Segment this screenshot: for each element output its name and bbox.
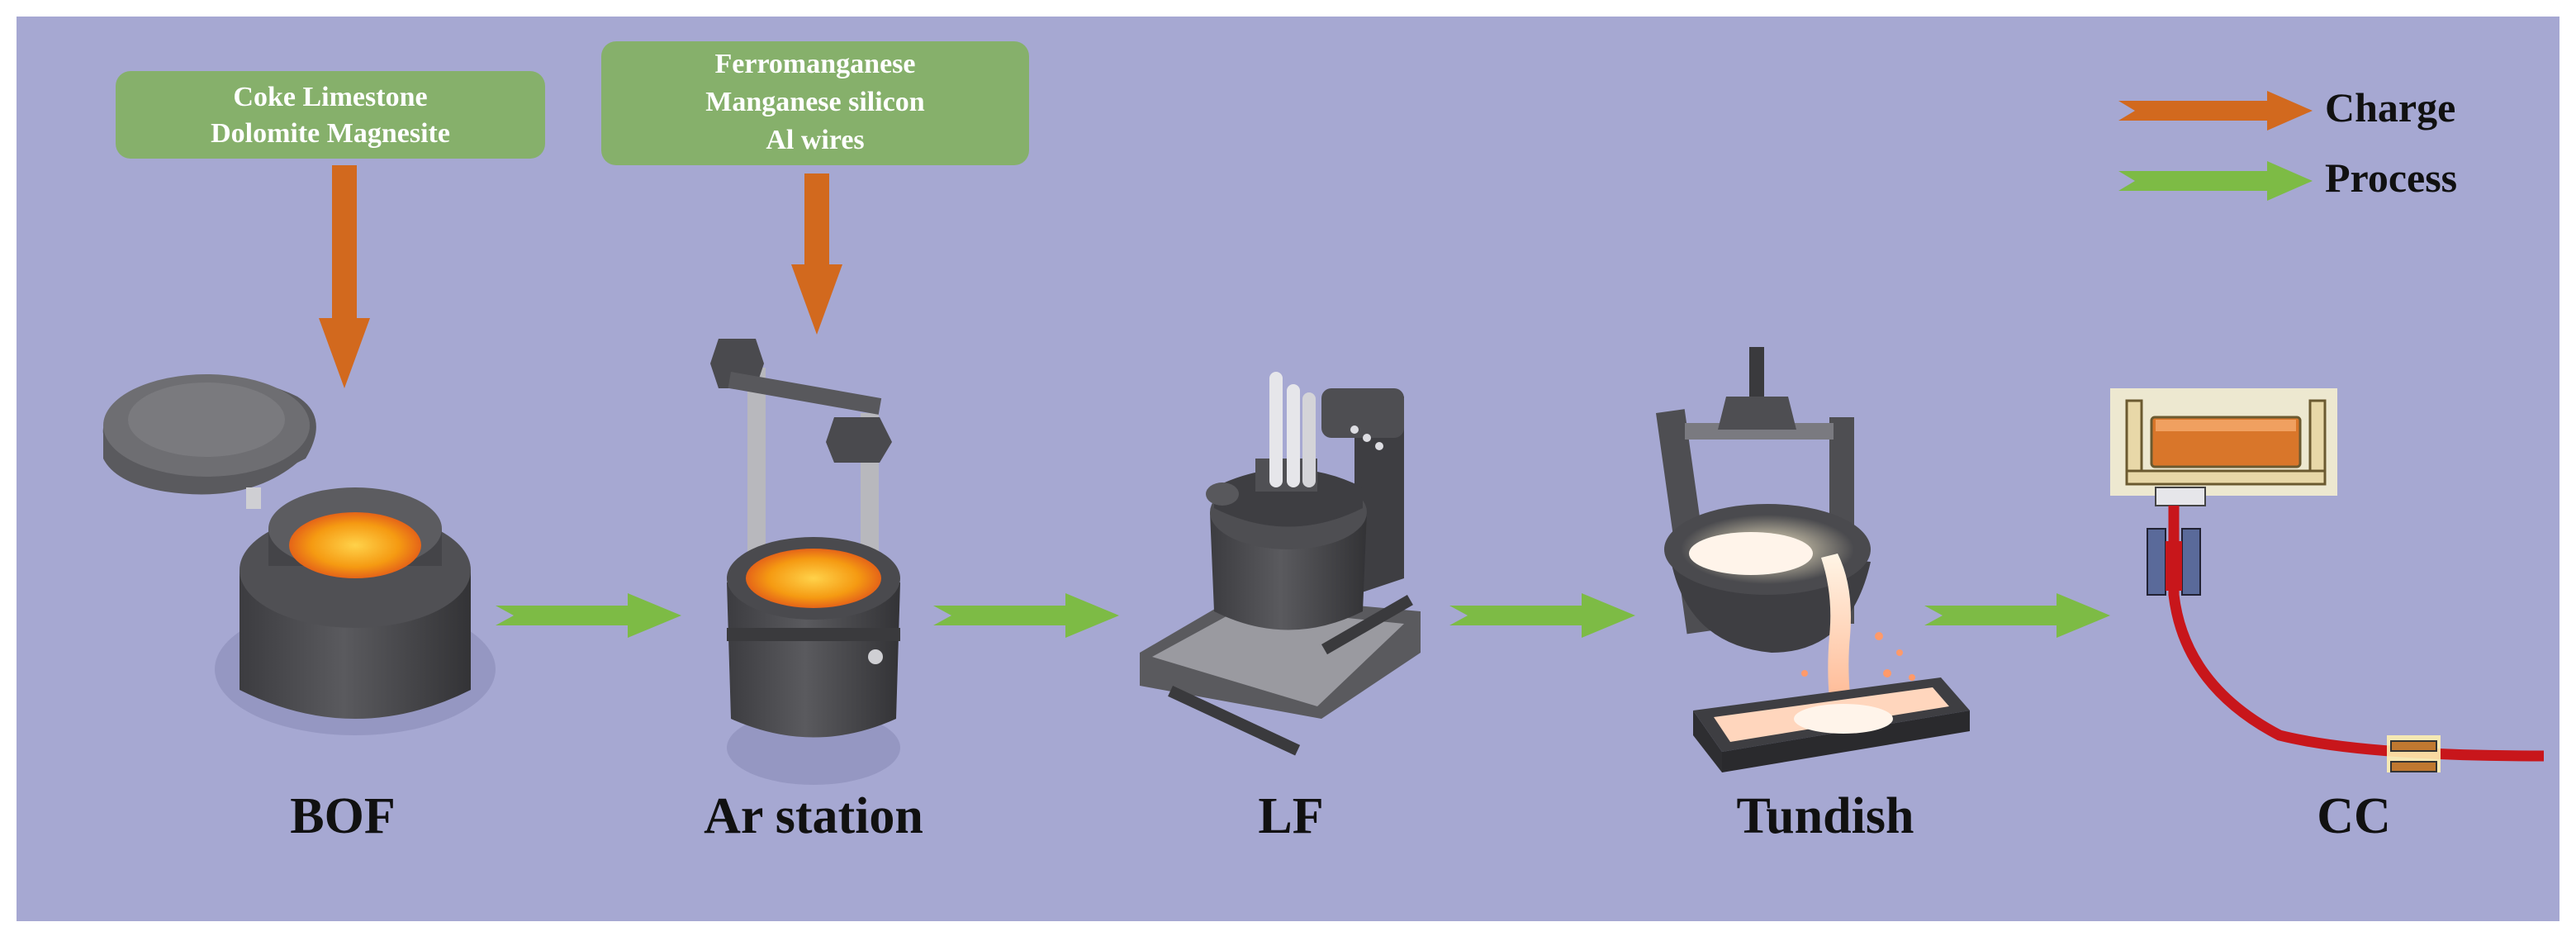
input-box-bof: Coke Limestone Dolomite Magnesite <box>116 71 545 159</box>
stage-label-cc: CC <box>2317 788 2391 844</box>
stage-label-bof: BOF <box>290 788 395 844</box>
input-box-ar-line-1: Ferromanganese <box>715 49 916 79</box>
process-arrow-2 <box>933 593 1119 638</box>
legend-charge: Charge <box>2118 84 2455 131</box>
legend: Charge Process <box>2118 84 2457 201</box>
legend-process-arrow-icon <box>2118 161 2313 201</box>
stage-label-lf: LF <box>1258 788 1323 844</box>
charge-arrow-bof <box>319 165 370 388</box>
process-arrow-1 <box>496 593 681 638</box>
basic-oxygen-furnace-icon <box>102 374 496 735</box>
legend-process: Process <box>2118 154 2457 201</box>
process-arrow-3 <box>1449 593 1635 638</box>
stage-label-tundish: Tundish <box>1737 788 1914 844</box>
input-box-ar-line-2: Manganese silicon <box>705 87 924 117</box>
legend-charge-label: Charge <box>2325 84 2455 131</box>
input-box-bof-line-2: Dolomite Magnesite <box>211 118 450 149</box>
process-arrow-4 <box>1924 593 2110 638</box>
ladle-furnace-icon <box>1140 372 1421 756</box>
input-box-ar-line-3: Al wires <box>766 125 864 155</box>
charge-arrow-ar-station <box>791 173 842 335</box>
stage-label-ar-station: Ar station <box>704 788 923 844</box>
tundish-icon <box>1656 347 1970 772</box>
legend-process-label: Process <box>2325 154 2457 201</box>
legend-charge-arrow-icon <box>2118 91 2313 131</box>
input-box-ar-station: Ferromanganese Manganese silicon Al wire… <box>601 41 1029 165</box>
argon-ladle-icon <box>710 339 900 785</box>
continuous-caster-icon <box>2110 388 2545 772</box>
input-box-bof-line-1: Coke Limestone <box>233 82 427 112</box>
